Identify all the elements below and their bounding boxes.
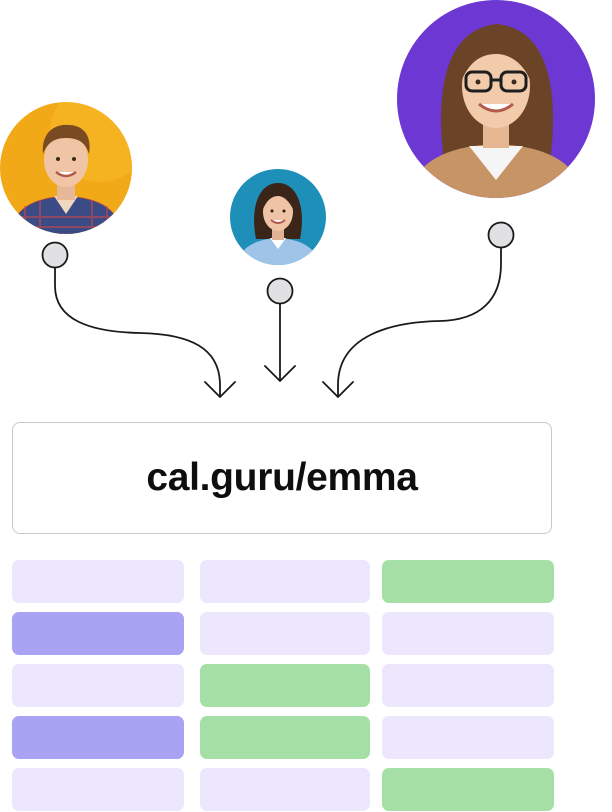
time-slot-available[interactable] — [200, 768, 370, 811]
booking-link-box[interactable]: cal.guru/emma — [12, 422, 552, 534]
time-slot-booked[interactable] — [200, 664, 370, 707]
node-right — [487, 221, 515, 249]
avatar-man — [0, 102, 132, 234]
time-slot-available[interactable] — [200, 560, 370, 603]
time-slot-booked[interactable] — [382, 768, 554, 811]
person-icon — [397, 0, 595, 198]
connector-left — [54, 267, 221, 397]
arrow-head-center — [264, 365, 296, 382]
time-slot-selected[interactable] — [12, 716, 184, 759]
arrow-head-right — [322, 381, 354, 398]
person-icon — [0, 102, 132, 234]
time-slot-selected[interactable] — [12, 612, 184, 655]
avatar-woman-small — [230, 169, 326, 265]
arrow-head-left — [204, 381, 236, 398]
time-slot-available[interactable] — [200, 612, 370, 655]
node-center — [266, 277, 294, 305]
time-slot-available[interactable] — [382, 664, 554, 707]
time-slot-booked[interactable] — [200, 716, 370, 759]
node-left — [41, 241, 69, 269]
avatar-woman-large — [397, 0, 595, 198]
time-slot-available[interactable] — [12, 664, 184, 707]
time-slot-available[interactable] — [382, 612, 554, 655]
time-slot-booked[interactable] — [382, 560, 554, 603]
connector-right — [337, 247, 502, 397]
person-icon — [230, 169, 326, 265]
booking-link-url: cal.guru/emma — [146, 456, 418, 499]
time-slot-available[interactable] — [382, 716, 554, 759]
time-slot-available[interactable] — [12, 768, 184, 811]
time-slot-available[interactable] — [12, 560, 184, 603]
